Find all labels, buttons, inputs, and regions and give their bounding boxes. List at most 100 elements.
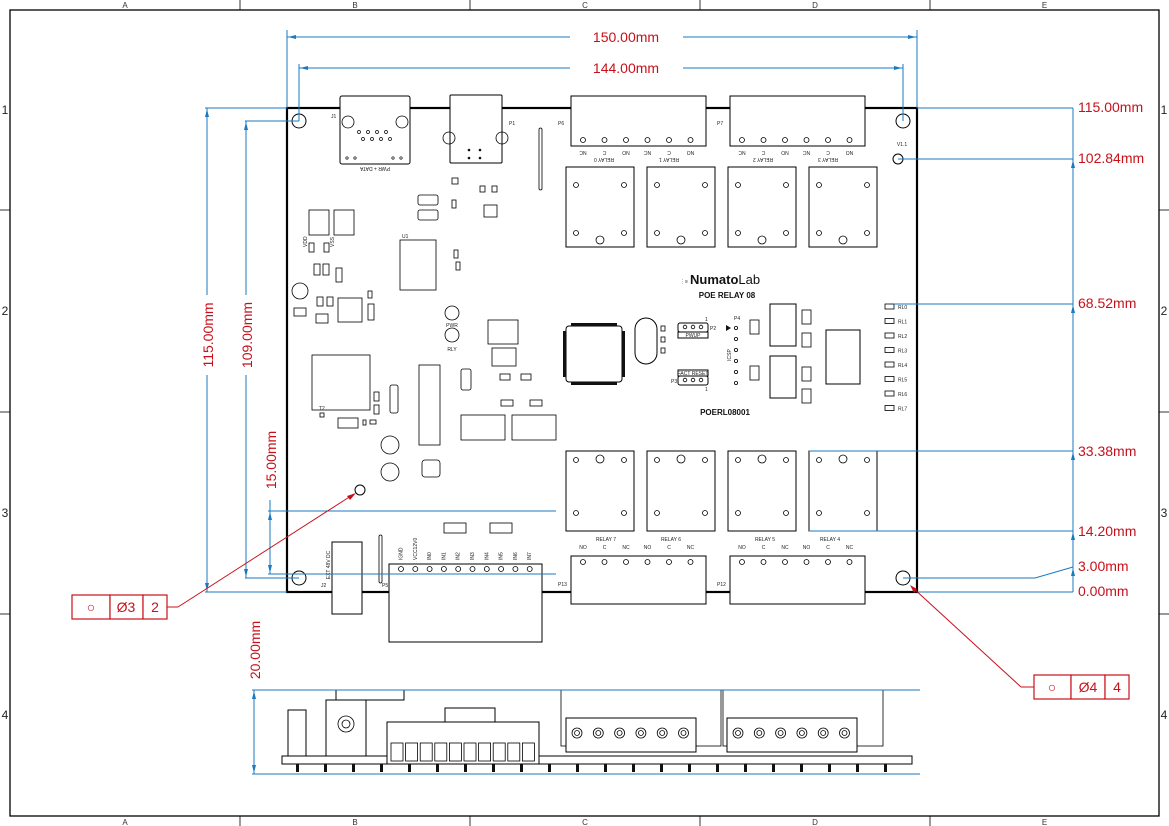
svg-text:FACT RESET: FACT RESET [678, 371, 709, 377]
input-pin [483, 566, 490, 572]
u1-label: U1 [402, 234, 409, 240]
terminal-block-p13 [570, 555, 707, 605]
terminal-pin-label: NC [781, 545, 789, 551]
side-slot [405, 742, 419, 762]
side-pin [436, 764, 439, 772]
relay-led [884, 361, 895, 368]
p12-designator: P12 [717, 582, 726, 588]
relay-label: RELAY 7 [596, 537, 616, 543]
side-slot [507, 742, 521, 762]
side-pin [380, 764, 383, 772]
terminal-block-p12 [729, 555, 866, 605]
pwr-data-label: PWR + DATA [359, 165, 390, 171]
side-screw [614, 727, 625, 739]
side-screw [592, 727, 604, 739]
side-screw-inner [616, 730, 623, 736]
terminal-pin [782, 137, 788, 143]
ordinate-arrow [1071, 160, 1075, 168]
terminal-pin-label: NC [846, 545, 854, 551]
input-pin-label: IN6 [513, 552, 519, 560]
relay-pin [621, 457, 627, 463]
relay-pin [816, 182, 822, 188]
driver-ics [749, 303, 861, 404]
relay-label: RELAY 5 [755, 537, 775, 543]
relay-label: RELAY 2 [753, 156, 773, 162]
side-pin [548, 764, 551, 772]
relay-pin [702, 182, 708, 188]
side-screw [656, 727, 668, 739]
rly-led-label: RLY [447, 347, 457, 353]
input-pin-label: IN4 [484, 552, 490, 560]
terminal-pin-label: NC [687, 545, 695, 551]
pcb-side-view [281, 689, 913, 772]
relay-label: RELAY 4 [820, 537, 840, 543]
zone-row-right: 1 [1161, 103, 1168, 117]
terminal-pin [846, 559, 853, 565]
side-screw [817, 727, 829, 739]
relay-pin [702, 457, 708, 463]
relay-led [884, 303, 895, 310]
side-slot [434, 742, 448, 762]
side-pin [744, 764, 747, 772]
zone-col-top: B [352, 1, 357, 10]
crystal [634, 317, 658, 365]
input-pin [412, 566, 419, 572]
side-screw [732, 727, 744, 739]
terminal-pin [782, 559, 788, 565]
terminal-pin-label: NO [803, 545, 811, 551]
terminal-pin [825, 137, 831, 143]
relay-pin [573, 510, 579, 516]
terminal-pin [644, 559, 651, 565]
side-pin [324, 764, 327, 772]
terminal-pin-label: NO [644, 545, 652, 551]
side-screw-inner [841, 730, 848, 736]
mcu-chip [563, 323, 625, 385]
input-pin-label: IN1 [441, 552, 447, 560]
zone-col-top: D [812, 1, 818, 10]
svg-text:P4: P4 [734, 316, 740, 322]
input-pin [440, 566, 447, 572]
relay-pin [735, 230, 741, 236]
relay-body [565, 450, 635, 532]
svg-text:J2: J2 [321, 583, 327, 589]
relay-led-label: RL6 [898, 392, 907, 398]
input-pin [398, 566, 404, 572]
terminal-pin-label: C [602, 149, 606, 155]
vss-label: VSS [330, 236, 336, 247]
side-slot [522, 742, 535, 762]
relay-led-label: RL4 [898, 363, 907, 369]
ordinate-arrow [1071, 532, 1075, 540]
side-pin [716, 764, 719, 772]
relay-led [884, 318, 895, 324]
small-hole-left [354, 484, 366, 496]
terminal-pin-label: C [762, 545, 766, 551]
relay-pin [702, 510, 708, 516]
p7-designator: P7 [717, 121, 723, 127]
terminal-pin [687, 559, 694, 565]
relay-body [646, 450, 716, 532]
side-slot [390, 742, 404, 762]
relay [727, 166, 797, 248]
terminal-pin [666, 559, 672, 565]
side-terminal-p13 [565, 717, 697, 753]
board-name: POE RELAY 08 [699, 291, 756, 300]
ordinate-arrow [1071, 305, 1075, 313]
terminal-pin [825, 559, 831, 565]
side-pin [408, 764, 411, 772]
svg-text:ICSP: ICSP [727, 349, 733, 361]
relay [727, 450, 797, 532]
zone-col-bottom: B [352, 818, 357, 826]
relay-pin [654, 457, 660, 463]
terminal-pin-label: NO [579, 545, 587, 551]
zone-row-left: 1 [2, 103, 9, 117]
relay [808, 166, 878, 248]
ordinate-leader [903, 566, 1074, 579]
terminal-pin-label: C [761, 149, 765, 155]
input-pin [498, 566, 505, 572]
terminal-pin-label: NO [687, 149, 695, 155]
terminal-pin [601, 559, 608, 565]
